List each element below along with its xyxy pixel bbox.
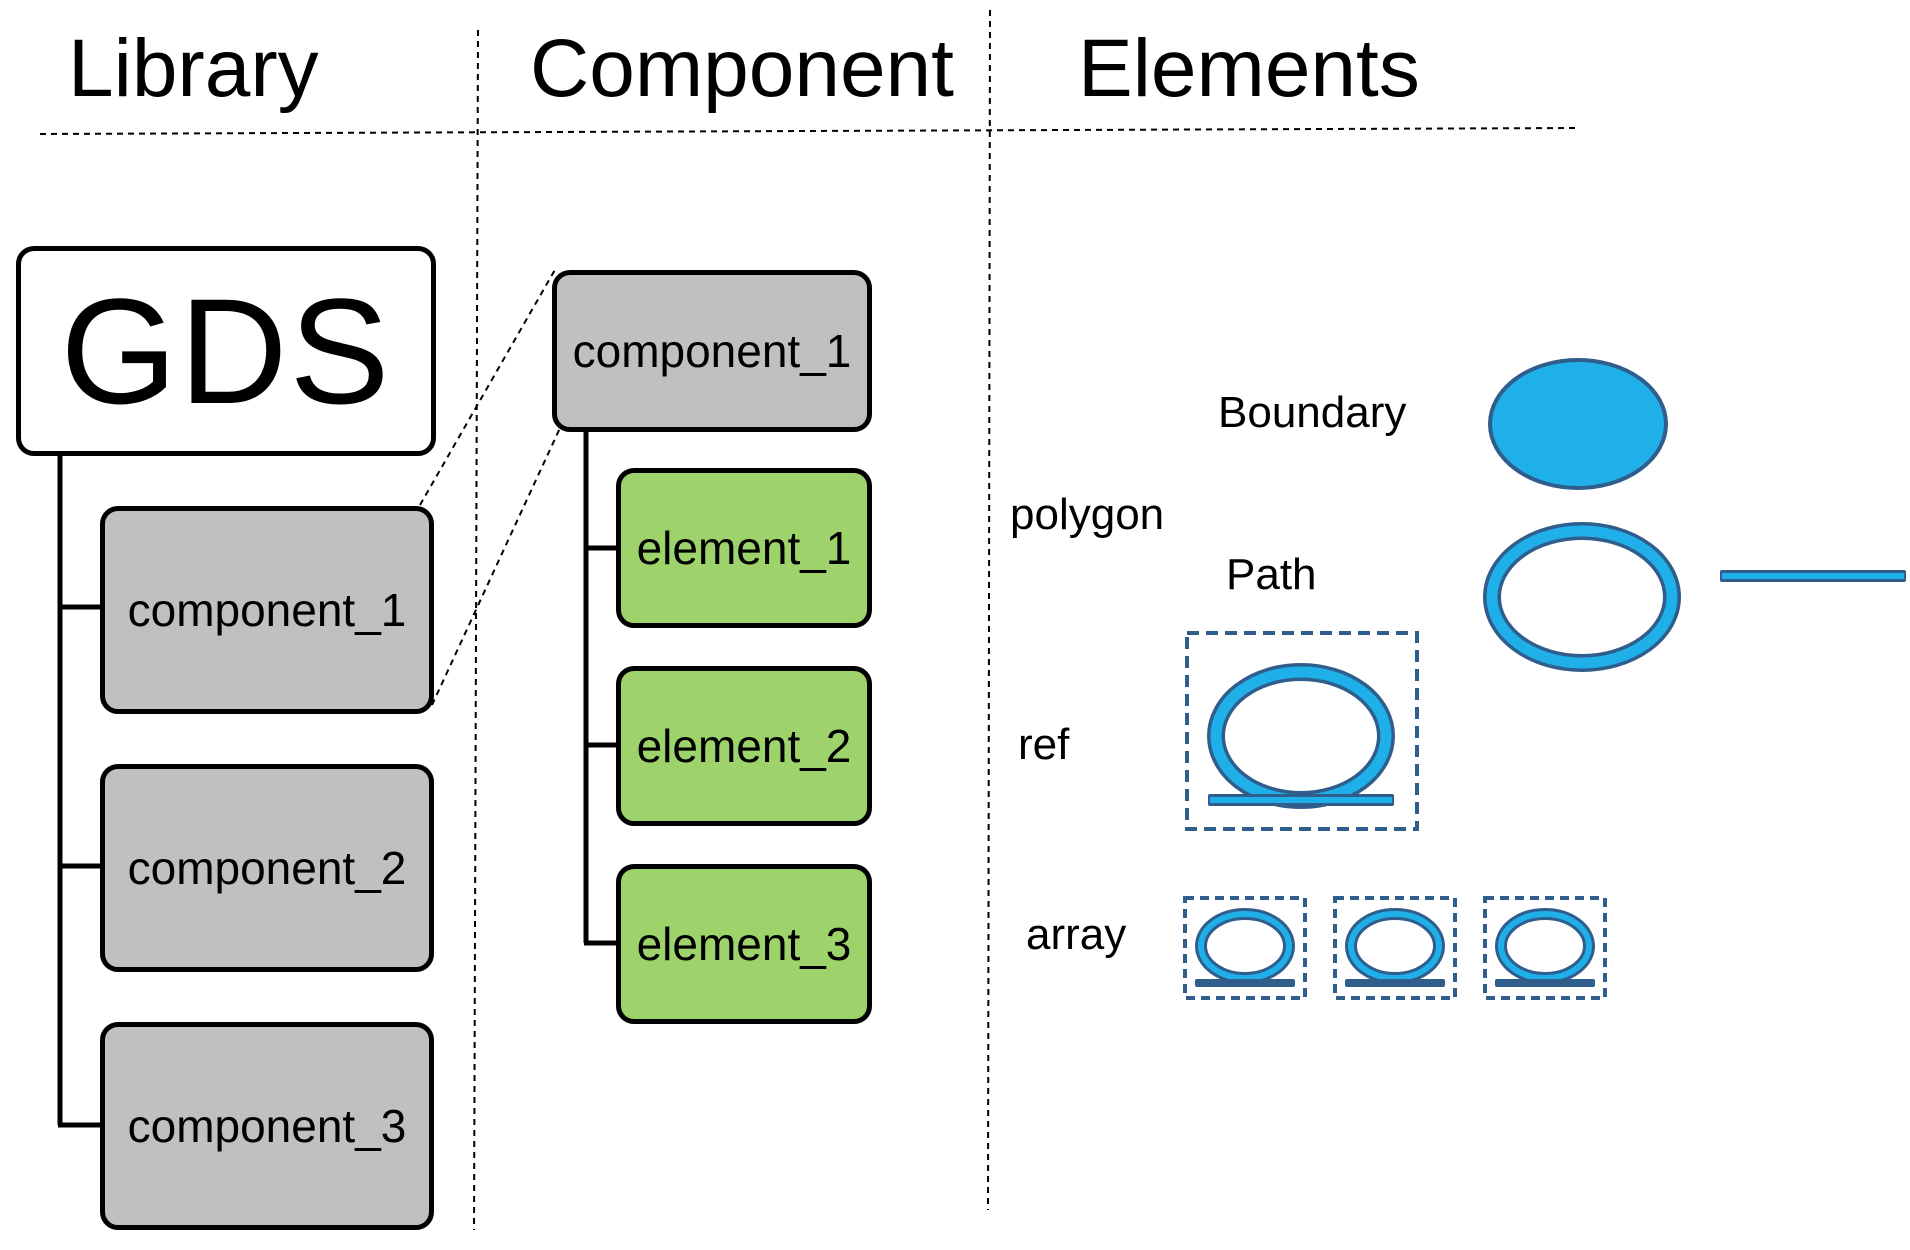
boundary-shape — [1488, 358, 1668, 490]
array-cell-3 — [1483, 896, 1607, 1000]
zoom-line-top — [419, 267, 557, 506]
library-header: Library — [68, 23, 319, 114]
element-box-3: element_3 — [616, 864, 872, 1024]
array-label: array — [1026, 910, 1127, 959]
library-component-1-label: component_1 — [127, 584, 407, 636]
array-shape — [1183, 896, 1607, 1000]
header-divider-line — [39, 127, 1581, 135]
column-divider-2 — [987, 9, 991, 1211]
path-ring-icon — [1483, 522, 1681, 672]
boundary-label: Boundary — [1218, 388, 1407, 437]
element-3-label: element_3 — [636, 918, 852, 970]
column-divider-1 — [473, 29, 479, 1231]
path-label: Path — [1226, 550, 1317, 599]
expanded-component-box: component_1 — [552, 270, 872, 432]
zoom-line-bottom — [431, 427, 561, 706]
element-2-label: element_2 — [636, 720, 852, 772]
array-cell-2 — [1333, 896, 1457, 1000]
element-box-1: element_1 — [616, 468, 872, 628]
polygon-label: polygon — [1010, 490, 1165, 539]
library-component-3: component_3 — [100, 1022, 434, 1230]
library-component-2-label: component_2 — [127, 842, 407, 894]
ref-label: ref — [1018, 720, 1070, 769]
ref-shape — [1185, 631, 1419, 831]
gds-label: GDS — [60, 266, 392, 435]
library-component-3-label: component_3 — [127, 1100, 407, 1152]
elements-header: Elements — [1078, 23, 1420, 114]
array-cell-1 — [1183, 896, 1307, 1000]
path-line-icon — [1720, 570, 1906, 582]
library-component-1: component_1 — [100, 506, 434, 714]
expanded-component-label: component_1 — [572, 325, 852, 377]
component-header: Component — [530, 23, 954, 114]
element-1-label: element_1 — [636, 522, 852, 574]
element-box-2: element_2 — [616, 666, 872, 826]
gds-library-box: GDS — [16, 246, 436, 456]
library-component-2: component_2 — [100, 764, 434, 972]
